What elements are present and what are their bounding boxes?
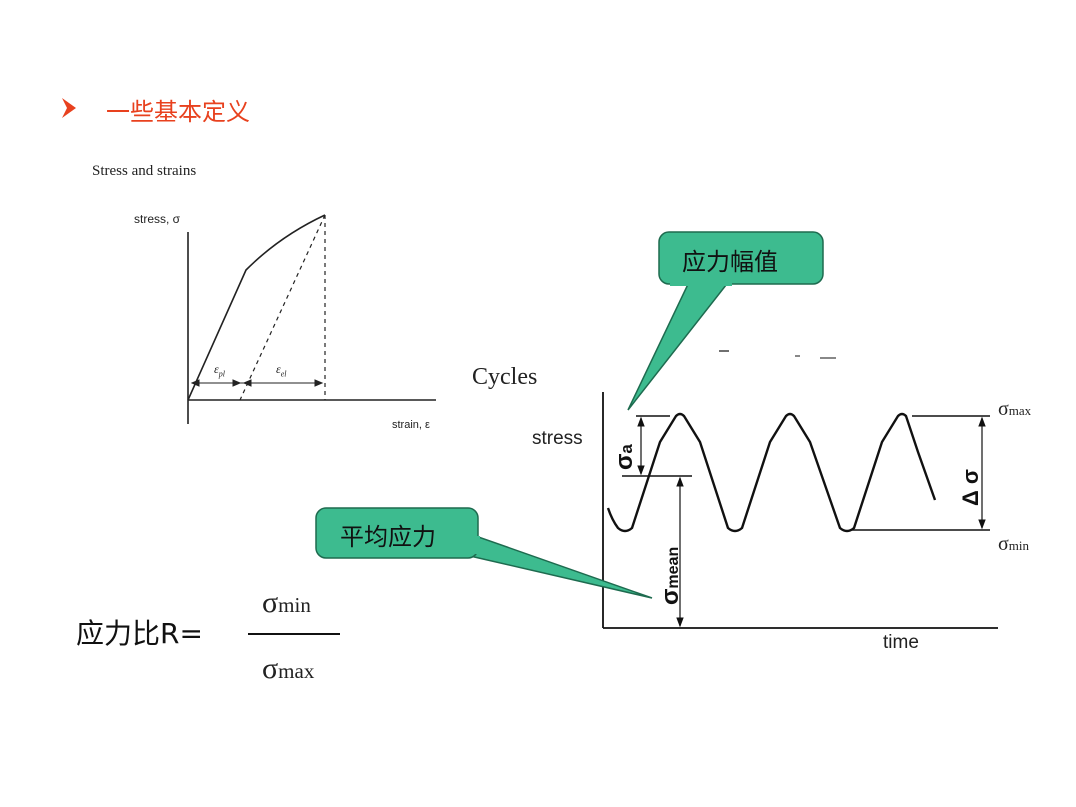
stress-ratio-label: 应力比R=: [76, 617, 203, 650]
arrow-left-1: [190, 379, 200, 387]
callout-mean-text: 平均应力: [340, 523, 436, 551]
sigma-a-arrow-bottom: [637, 465, 645, 476]
arrow-right-1: [232, 379, 242, 387]
cyclic-stress-plot: [602, 350, 998, 629]
fraction-bar: [248, 633, 340, 635]
sigma-mean-label: σmean: [657, 546, 684, 605]
delta-sigma-arrow-top: [978, 416, 986, 427]
cycles-stress-label: stress: [532, 428, 583, 449]
cycles-time-label: time: [883, 632, 919, 653]
sigma-a-arrow-top: [637, 416, 645, 427]
callout-amplitude-box: [658, 231, 824, 285]
arrowhead-bullet-icon: [62, 98, 76, 118]
callout-amplitude-text: 应力幅值: [682, 248, 778, 276]
elastic-strain-label: εel: [276, 362, 287, 379]
stress-wave: [606, 412, 937, 533]
unloading-line: [239, 214, 326, 401]
delta-sigma-label: Δ σ: [958, 469, 983, 506]
strain-axis-label: strain, ε: [392, 419, 430, 431]
sigma-mean-arrow-bottom: [676, 617, 684, 628]
sigma-mean-arrow-top: [676, 476, 684, 487]
callout-mean-pointer: [469, 532, 653, 599]
page-title: 一些基本定义: [106, 98, 250, 126]
plastic-strain-label: εpl: [214, 362, 225, 379]
loading-curve: [187, 214, 326, 401]
sigma-min-label: σmin: [998, 533, 1030, 555]
callout-mean: [315, 507, 653, 599]
arrow-right-2: [314, 379, 324, 387]
stress-ratio-denominator: σmax: [262, 652, 315, 685]
arrow-left-2: [242, 379, 252, 387]
cycles-title: Cycles: [472, 364, 538, 390]
sigma-a-label: σa: [611, 444, 638, 470]
delta-sigma-arrow-bottom: [978, 519, 986, 530]
stress-strain-plot: [187, 214, 436, 424]
callout-mean-box: [315, 507, 479, 559]
stress-axis-label: stress, σ: [134, 212, 181, 226]
sigma-max-label: σmax: [998, 398, 1032, 420]
callout-amplitude-pointer: [627, 279, 732, 411]
stress-strain-title: Stress and strains: [92, 163, 197, 179]
stress-ratio-numerator: σmin: [262, 586, 311, 619]
callout-amplitude: [627, 231, 824, 411]
